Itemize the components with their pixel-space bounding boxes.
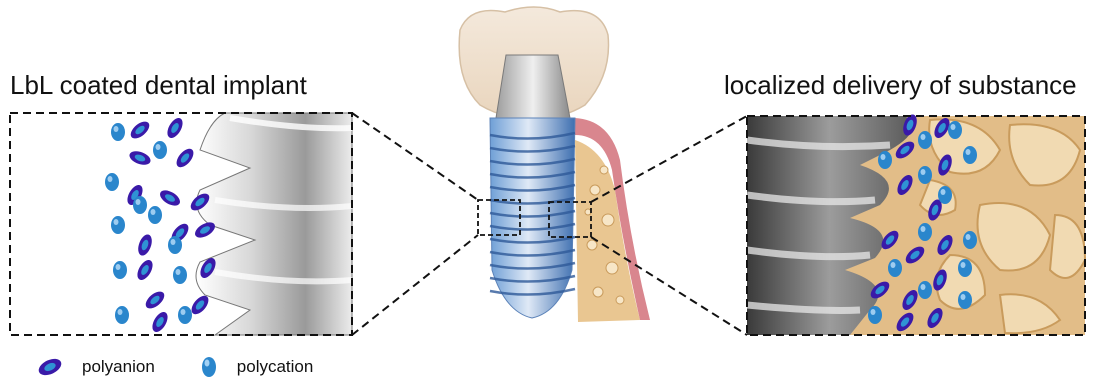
polycation-molecule (918, 223, 932, 241)
polycation-molecule (918, 166, 932, 184)
polycation-molecule (948, 121, 962, 139)
polycation-icon (199, 355, 219, 379)
polycation-molecule (113, 261, 127, 279)
polycation-molecule (105, 173, 119, 191)
polycation-molecule (888, 259, 902, 277)
polycation-molecule (115, 306, 129, 324)
right-panel (747, 113, 1085, 335)
polycation-molecule (868, 306, 882, 324)
polycation-molecule (958, 259, 972, 277)
legend-label-polycation: polycation (237, 357, 314, 377)
polycation-molecule (918, 281, 932, 299)
polycation-molecule (878, 151, 892, 169)
legend-item-polyanion: polyanion (36, 357, 155, 377)
polycation-molecule (178, 306, 192, 324)
legend-item-polycation: polycation (199, 355, 314, 379)
polycation-molecule (148, 206, 162, 224)
polycation-molecule (918, 131, 932, 149)
polycation-molecule (153, 141, 167, 159)
polycation-molecule (963, 231, 977, 249)
polycation-molecule (173, 266, 187, 284)
polyanion-icon (36, 357, 64, 377)
left-panel (10, 113, 352, 335)
polycation-molecule (958, 291, 972, 309)
abutment (496, 55, 570, 118)
polycation-molecule (168, 236, 182, 254)
legend: polyanion polycation (36, 355, 357, 379)
polycation-molecule (133, 196, 147, 214)
center-implant-illustration (459, 7, 650, 322)
polycation-molecule (963, 146, 977, 164)
legend-label-polyanion: polyanion (82, 357, 155, 377)
polycation-molecule (111, 216, 125, 234)
polycation-molecule (111, 123, 125, 141)
polycation-molecule (938, 186, 952, 204)
